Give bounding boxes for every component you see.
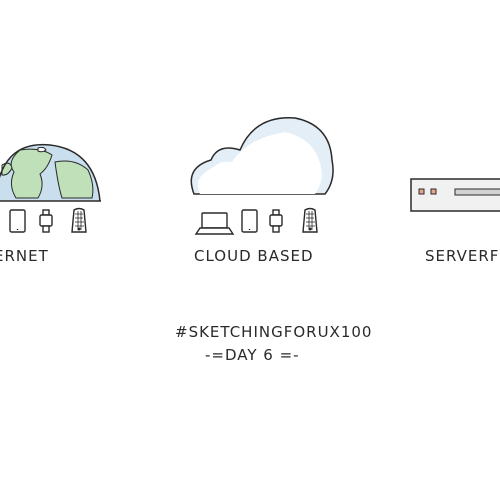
server-icon <box>410 178 500 212</box>
smartwatch-icon <box>39 209 53 233</box>
internet-devices <box>9 207 87 233</box>
server-label: SERVERF <box>425 247 500 265</box>
globe-icon <box>0 143 101 202</box>
hashtag-caption: #SKETCHINGFORUX100 <box>175 323 373 341</box>
laptop-icon <box>194 212 235 235</box>
cloud-icon <box>190 117 334 195</box>
tablet-icon <box>241 209 258 233</box>
cloud-based-label: CLOUD BASED <box>194 247 314 265</box>
smartwatch-icon <box>269 209 283 233</box>
tablet-icon <box>9 209 26 233</box>
day-caption: -=DAY 6 =- <box>205 346 300 364</box>
phone-icon <box>71 207 87 233</box>
cloud-devices <box>194 207 318 235</box>
phone-icon <box>302 207 318 233</box>
internet-label: ERNET <box>0 247 49 265</box>
